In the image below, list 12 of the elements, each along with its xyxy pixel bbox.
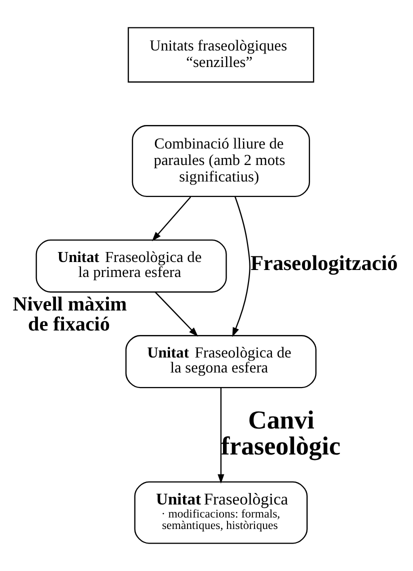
node-box: Unitats fraseològiques “senzilles”: [128, 27, 314, 83]
arrow: [154, 292, 198, 337]
arrow: [218, 388, 224, 484]
node-label: Nivell màxim de fixació: [12, 293, 127, 336]
node-box: Unitat Fraseològica de la segona esfera: [125, 335, 317, 388]
node-box: Unitat Fraseològica de la primera esfera: [36, 240, 227, 293]
arrow: [232, 196, 250, 338]
node-box: Combinació lliure de paraules (amb 2 mots significatius): [132, 125, 310, 198]
edge-label: Canvi fraseològic: [220, 405, 341, 460]
arrow: [152, 196, 192, 242]
edge-label: Fraseologització: [250, 251, 398, 276]
node-box: Unitat Fraseològica · modificacions: formals, semàntiques, històriques: [134, 481, 308, 544]
